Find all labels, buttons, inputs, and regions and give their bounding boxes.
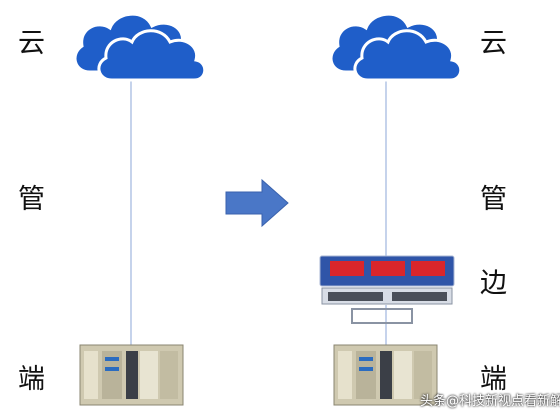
arrow-right-icon xyxy=(225,178,289,228)
label-right-end: 端 xyxy=(480,364,507,395)
cloud-icon xyxy=(73,12,207,82)
label-right-cloud: 云 xyxy=(480,28,507,59)
label-left-end: 端 xyxy=(18,364,45,395)
label-left-pipe: 管 xyxy=(18,184,45,215)
cloud-icon xyxy=(329,12,463,82)
label-right-edge: 边 xyxy=(480,268,507,299)
plc-device-icon xyxy=(79,344,184,406)
label-left-cloud: 云 xyxy=(18,28,45,59)
watermark: 头条@科技新视点看新解 xyxy=(420,394,560,409)
label-right-pipe: 管 xyxy=(480,184,507,215)
plc-device-icon xyxy=(333,344,438,406)
edge-gateway-icon xyxy=(319,255,455,324)
